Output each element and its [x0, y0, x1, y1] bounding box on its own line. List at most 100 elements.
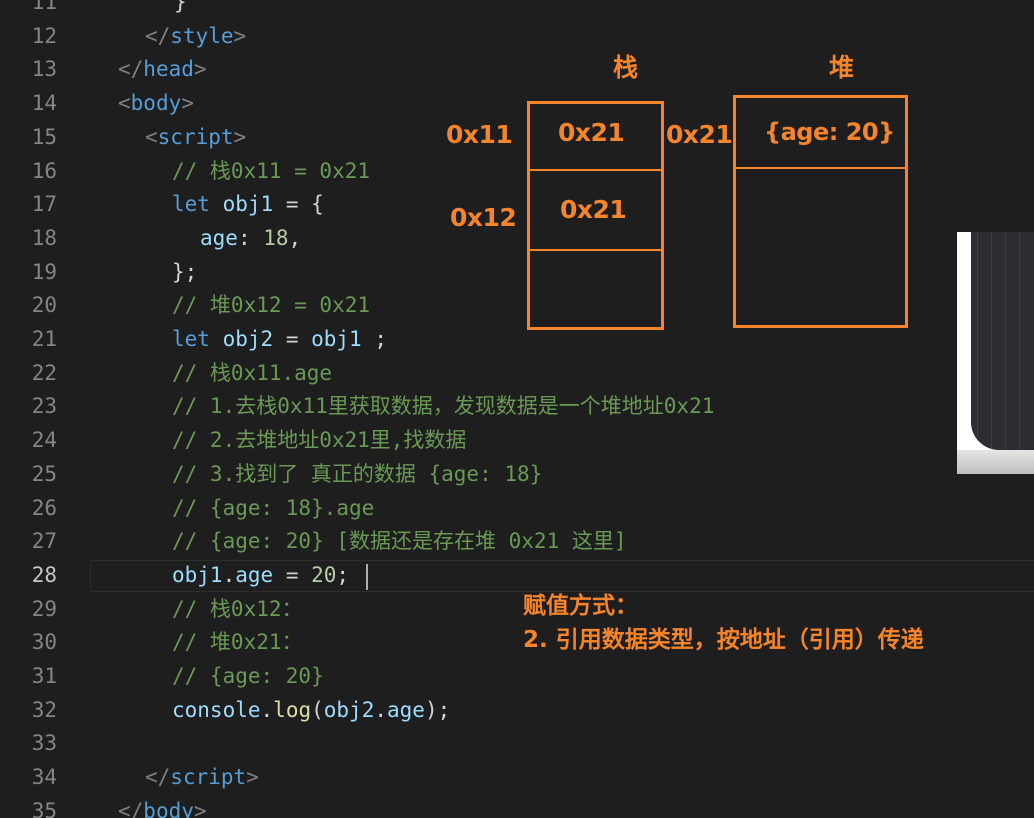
code-line[interactable]: // 堆0x12 = 0x21 [172, 289, 370, 323]
code-token: obj1 [222, 192, 274, 217]
code-token: // {age: 20} [数据还是存在堆 0x21 这里] [172, 529, 627, 554]
code-token: > [193, 57, 207, 82]
code-line[interactable]: <body> [118, 87, 194, 121]
text-cursor [366, 564, 368, 590]
heap-title: 堆 [829, 53, 854, 82]
code-line[interactable]: console.log(obj2.age); [172, 694, 450, 728]
code-line[interactable]: } [174, 0, 187, 20]
line-number: 13 [31, 57, 57, 82]
code-token: ); [424, 697, 451, 722]
line-number: 17 [31, 192, 57, 217]
code-token: // 1.去栈0x11里获取数据，发现数据是一个堆地址0x21 [172, 394, 715, 419]
code-token: </ [118, 798, 144, 818]
code-token: // 栈0x12： [172, 596, 303, 621]
code-token: log [273, 697, 312, 722]
code-line[interactable]: </script> [145, 761, 259, 795]
code-token: : [237, 225, 264, 250]
code-line[interactable]: // 2.去堆地址0x21里,找数据 [172, 424, 466, 458]
code-line[interactable]: }; [172, 256, 197, 290]
code-token: = [273, 562, 312, 587]
note-body: 2. 引用数据类型，按地址（引用）传递 [523, 627, 924, 653]
code-line[interactable]: let obj2 = obj1 ; [172, 323, 387, 357]
line-number: 16 [31, 158, 57, 183]
line-number: 11 [31, 0, 57, 14]
line-number: 18 [31, 225, 57, 250]
code-token: </ [118, 57, 144, 82]
heap-divider [733, 167, 905, 169]
current-line-highlight [90, 560, 1034, 592]
code-token: > [233, 124, 247, 149]
code-token: // 堆0x21： [172, 630, 303, 655]
code-line[interactable]: </body> [118, 795, 207, 818]
heap-address: 0x21 [666, 120, 733, 149]
code-line[interactable]: // 堆0x21： [172, 626, 303, 660]
line-number: 29 [31, 596, 57, 621]
line-number: 24 [31, 428, 57, 453]
code-token: age [200, 225, 238, 250]
code-token: </ [145, 23, 171, 48]
code-token: // 堆0x12 = 0x21 [172, 293, 371, 318]
code-token: body [143, 798, 194, 818]
stack-divider-1 [530, 169, 661, 171]
code-token: script [170, 765, 247, 790]
code-line[interactable]: <script> [145, 121, 246, 155]
line-number: 22 [31, 360, 57, 385]
line-number: 23 [31, 394, 57, 419]
code-line[interactable]: age: 18, [200, 222, 301, 256]
code-token: 18 [263, 225, 289, 250]
code-token: // 栈0x11.age [172, 360, 333, 385]
code-token: , [288, 225, 302, 250]
code-token: > [233, 23, 247, 48]
window-thumbnail[interactable] [957, 232, 1034, 474]
line-number: 21 [31, 327, 57, 351]
code-token: < [118, 91, 131, 116]
code-line[interactable]: // {age: 18}.age [172, 492, 374, 526]
code-token: ; [361, 327, 387, 351]
code-line[interactable]: // {age: 20} [172, 660, 324, 694]
line-number: 26 [31, 495, 57, 520]
code-token: . [374, 697, 387, 722]
code-token [210, 192, 223, 216]
code-token: obj2 [323, 697, 375, 722]
code-line[interactable]: // 栈0x11.age [172, 357, 332, 391]
code-token: ; [336, 562, 350, 587]
code-token: = [273, 327, 312, 351]
code-token: > [181, 91, 194, 116]
line-number: 27 [31, 529, 57, 554]
line-number: 25 [31, 461, 57, 486]
thumbnail-reflection [957, 450, 1034, 474]
stack-address-0x11: 0x11 [446, 120, 513, 149]
code-token: // 2.去堆地址0x21里,找数据 [172, 428, 467, 453]
code-line[interactable]: // 1.去栈0x11里获取数据，发现数据是一个堆地址0x21 [172, 390, 714, 424]
line-number: 28 [31, 562, 57, 587]
thumbnail-stripe [1005, 232, 1006, 450]
note-title: 赋值方式： [523, 593, 638, 619]
line-number: 14 [31, 91, 57, 116]
thumbnail-stripe [1019, 232, 1020, 450]
code-token: > [193, 798, 207, 818]
code-line[interactable]: // 3.找到了 真正的数据 {age: 18} [172, 458, 542, 492]
thumbnail-stripe [977, 232, 978, 450]
code-token: . [222, 562, 236, 587]
code-line[interactable]: </head> [118, 53, 207, 87]
code-token: obj2 [222, 327, 274, 351]
code-line[interactable]: // 栈0x11 = 0x21 [172, 155, 370, 189]
code-token: body [130, 91, 182, 116]
code-line[interactable]: obj1.age = 20; [172, 559, 349, 593]
code-token: age [387, 697, 425, 722]
code-token: age [235, 562, 274, 587]
code-line[interactable]: </style> [145, 20, 246, 54]
line-number: 20 [31, 293, 57, 318]
thumbnail-preview [971, 232, 1034, 450]
line-number: 30 [31, 630, 57, 655]
code-line[interactable]: // 栈0x12： [172, 593, 303, 627]
code-token: script [157, 124, 234, 149]
code-line[interactable]: let obj1 = { [172, 188, 324, 222]
code-token: }; [172, 259, 198, 284]
line-number: 32 [31, 697, 57, 722]
code-line[interactable]: // {age: 20} [数据还是存在堆 0x21 这里] [172, 525, 627, 559]
code-token: // {age: 18}.age [172, 495, 375, 520]
stack-cell-value-1: 0x21 [558, 118, 625, 147]
line-number: 15 [31, 124, 57, 149]
